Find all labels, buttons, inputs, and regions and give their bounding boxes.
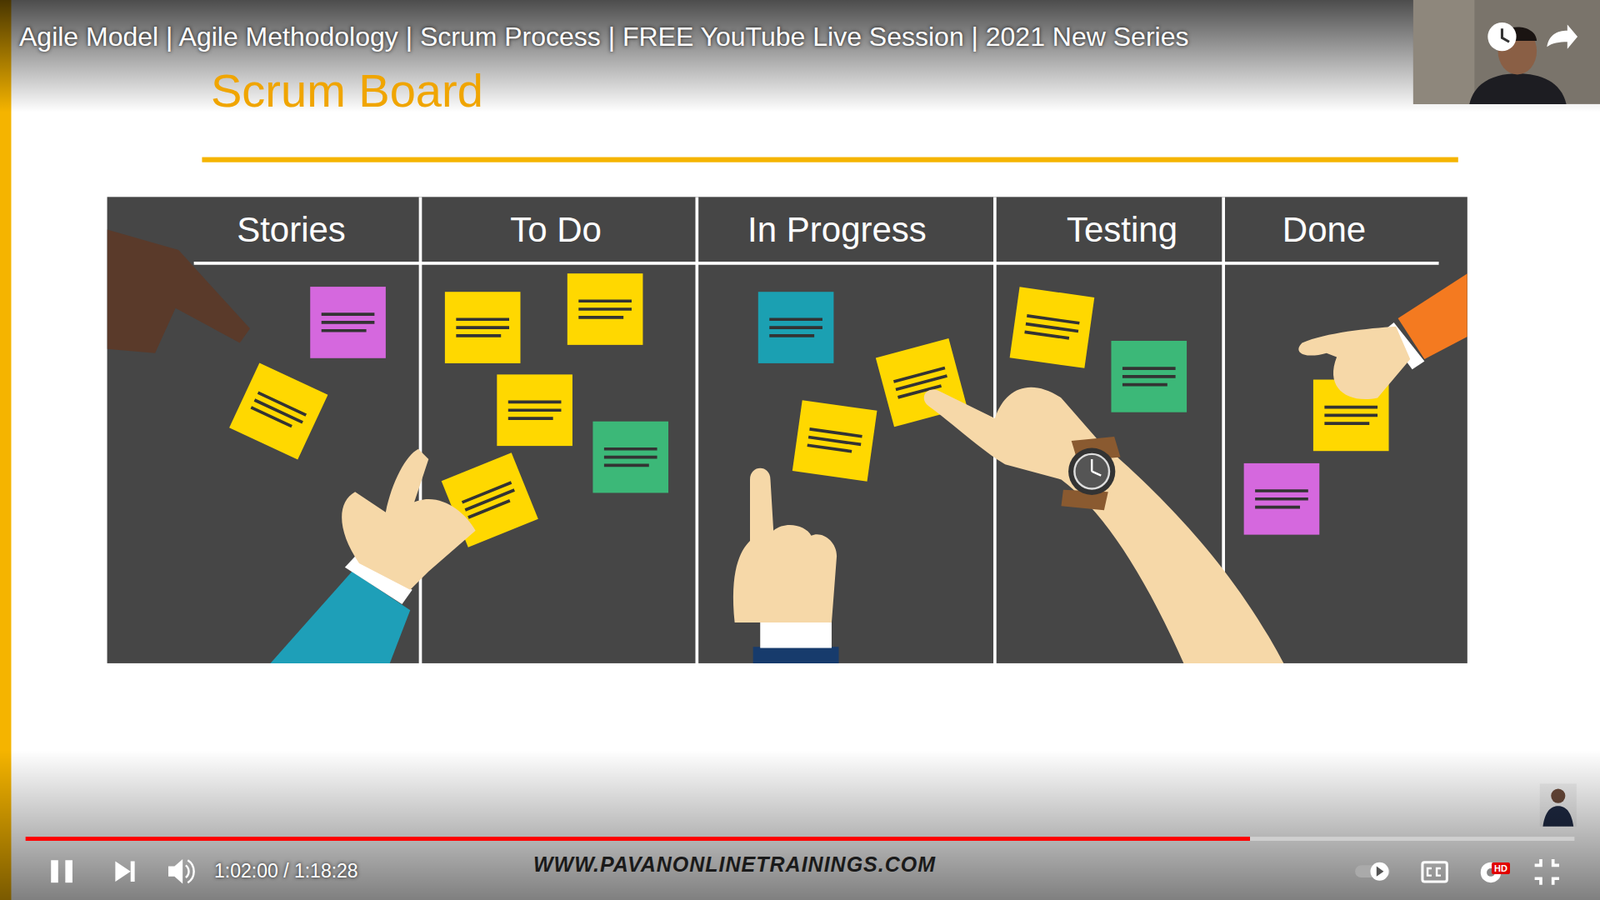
- column-header: Done: [1272, 199, 1376, 260]
- column-title: In Progress: [747, 210, 927, 250]
- column-divider: [695, 196, 699, 664]
- column-title: Testing: [1066, 210, 1178, 250]
- column-title: Stories: [236, 210, 346, 250]
- controls-shade: [0, 750, 1600, 900]
- video-title: Agile Model | Agile Methodology | Scrum …: [19, 21, 1189, 53]
- watermark: WWW.PAVANONLINETRAININGS.COM: [533, 852, 936, 877]
- slide-title: Scrum Board: [210, 63, 484, 118]
- column-header: Stories: [226, 199, 356, 260]
- column-title: To Do: [510, 210, 602, 250]
- board: [107, 196, 1468, 664]
- webcam-thumbnail: [1413, 0, 1600, 105]
- column-header: In Progress: [737, 199, 937, 260]
- column-divider: [419, 196, 423, 664]
- column-header: To Do: [500, 199, 612, 260]
- time-readout: 1:02:00 / 1:18:28: [214, 860, 359, 883]
- header-rule: [194, 261, 1440, 265]
- column-header: Testing: [1056, 199, 1188, 260]
- title-rule: [201, 157, 1458, 163]
- hd-badge: HD: [1491, 862, 1510, 875]
- progress-track: [25, 836, 1575, 841]
- hands: [107, 230, 1468, 664]
- progress-played: [25, 836, 1250, 841]
- column-title: Done: [1282, 210, 1366, 250]
